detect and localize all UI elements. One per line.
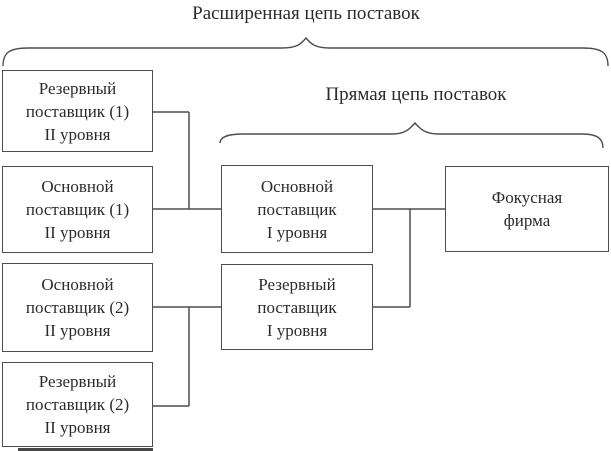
box-main-supplier-tier1: Основной поставщик I уровня	[221, 165, 373, 253]
extended-chain-title: Расширенная цепь поставок	[192, 3, 420, 24]
direct-chain-title: Прямая цепь поставок	[325, 84, 507, 105]
direct-chain-brace-icon	[219, 121, 604, 149]
box-reserve-supplier-tier1: Резервный поставщик I уровня	[221, 264, 373, 350]
box-reserve-supplier-1-tier2: Резервный поставщик (1) II уровня	[2, 70, 153, 152]
box-reserve-supplier-2-tier2: Резервный поставщик (2) II уровня	[2, 362, 153, 447]
box-main-supplier-1-tier2: Основной поставщик (1) II уровня	[2, 166, 153, 253]
box-focus-firm: Фокусная фирма	[445, 166, 609, 252]
connector-lines	[152, 111, 445, 407]
cropped-text-artifact	[18, 448, 153, 451]
box-main-supplier-2-tier2: Основной поставщик (2) II уровня	[2, 263, 153, 352]
extended-chain-brace-icon	[2, 36, 609, 67]
